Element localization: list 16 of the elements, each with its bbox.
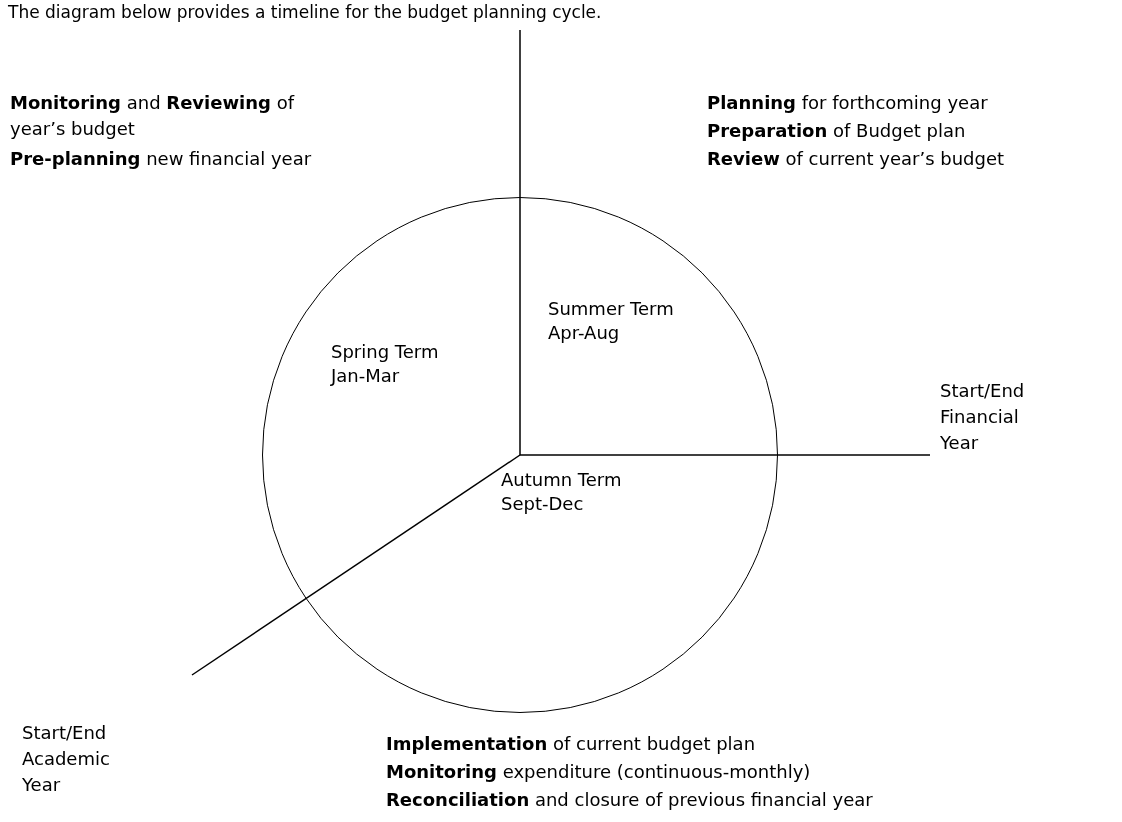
title: The diagram below provides a timeline for the budget planning cycle. bbox=[8, 2, 602, 22]
note-text: Implementation of current budget plan bbox=[386, 732, 757, 756]
note-text: Planning for forthcoming year bbox=[707, 91, 989, 115]
note-text: Start/End Financial Year bbox=[940, 379, 1026, 455]
term-months: Jan-Mar bbox=[331, 364, 401, 388]
note-text: Reconciliation and closure of previous financial year bbox=[386, 788, 874, 812]
note-text: Preparation of Budget plan bbox=[707, 119, 967, 143]
term-name: Autumn Term bbox=[501, 468, 622, 492]
term-name: Spring Term bbox=[331, 340, 439, 364]
note-text: Review of current year’s budget bbox=[707, 147, 1006, 171]
term-name: Summer Term bbox=[548, 297, 674, 321]
note-text: Pre-planning new financial year bbox=[10, 147, 313, 171]
note-text: Monitoring expenditure (continuous-monthly) bbox=[386, 760, 812, 784]
term-months: Apr-Aug bbox=[548, 321, 621, 345]
term-months: Sept-Dec bbox=[501, 492, 585, 516]
note-text: Start/End Academic Year bbox=[22, 721, 111, 797]
